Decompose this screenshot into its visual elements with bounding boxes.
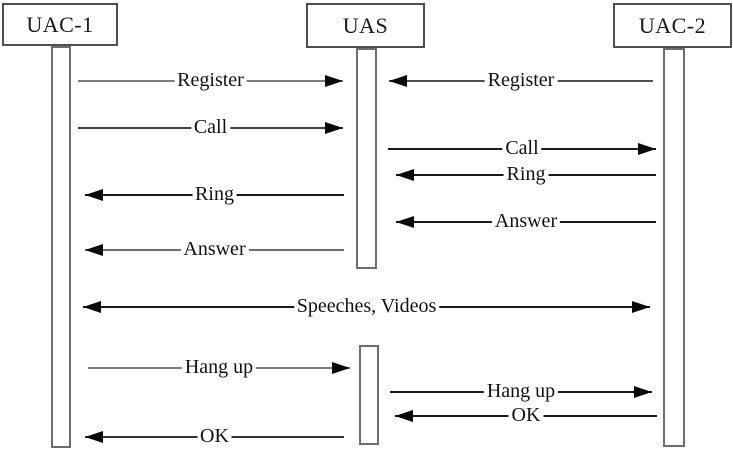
lifeline-bar-uas-2	[359, 345, 379, 445]
message-answer-7: Answer	[85, 237, 344, 263]
message-label: Call	[190, 116, 231, 140]
message-label: Ring	[503, 163, 549, 187]
message-label: Call	[502, 137, 542, 161]
lifeline-bar-uas-1	[356, 48, 377, 269]
message-label: Answer	[491, 210, 561, 234]
actor-box-uac-2: UAC-2	[613, 3, 732, 48]
arrowhead-right-icon	[325, 122, 343, 134]
message-call-2: Call	[78, 115, 343, 141]
message-label: OK	[197, 425, 232, 449]
lifeline-bar-uac-2-1	[663, 48, 685, 447]
message-label: Answer	[180, 238, 249, 262]
message-ok-11: OK	[395, 403, 657, 429]
message-ring-4: Ring	[396, 162, 656, 188]
message-hang-up-10: Hang up	[390, 379, 652, 405]
message-speeches-videos-8: Speeches, Videos	[83, 294, 650, 320]
arrowhead-right-icon	[332, 362, 350, 374]
lifeline-bar-uac-1-1	[51, 46, 71, 448]
arrowhead-right-icon	[325, 75, 343, 87]
message-label: Hang up	[483, 380, 559, 404]
arrowhead-left-icon	[395, 410, 413, 422]
arrowhead-left-icon	[396, 216, 414, 228]
message-ok-12: OK	[85, 424, 344, 450]
arrowhead-right-icon	[634, 386, 652, 398]
arrowhead-left-icon	[85, 431, 103, 443]
actor-box-uac-1: UAC-1	[2, 3, 118, 46]
message-answer-6: Answer	[396, 209, 656, 235]
message-label: Register	[484, 69, 558, 93]
message-register-1: Register	[389, 68, 653, 94]
arrowhead-right-icon	[632, 301, 650, 313]
actor-label: UAC-1	[26, 11, 94, 37]
actor-label: UAS	[342, 12, 389, 38]
message-call-3: Call	[388, 136, 656, 162]
arrowhead-left-icon	[83, 301, 101, 313]
actor-box-uas: UAS	[306, 3, 425, 48]
message-label: OK	[508, 404, 544, 428]
arrowhead-left-icon	[85, 244, 103, 256]
message-label: Hang up	[181, 356, 257, 380]
arrowhead-right-icon	[638, 143, 656, 155]
message-label: Register	[174, 69, 247, 93]
message-label: Ring	[192, 183, 237, 207]
arrowhead-left-icon	[396, 169, 414, 181]
message-register-0: Register	[78, 68, 343, 94]
actor-label: UAC-2	[638, 12, 707, 38]
arrowhead-left-icon	[85, 189, 103, 201]
message-hang-up-9: Hang up	[88, 355, 350, 381]
arrowhead-left-icon	[389, 75, 407, 87]
message-ring-5: Ring	[85, 182, 344, 208]
message-label: Speeches, Videos	[293, 295, 440, 319]
